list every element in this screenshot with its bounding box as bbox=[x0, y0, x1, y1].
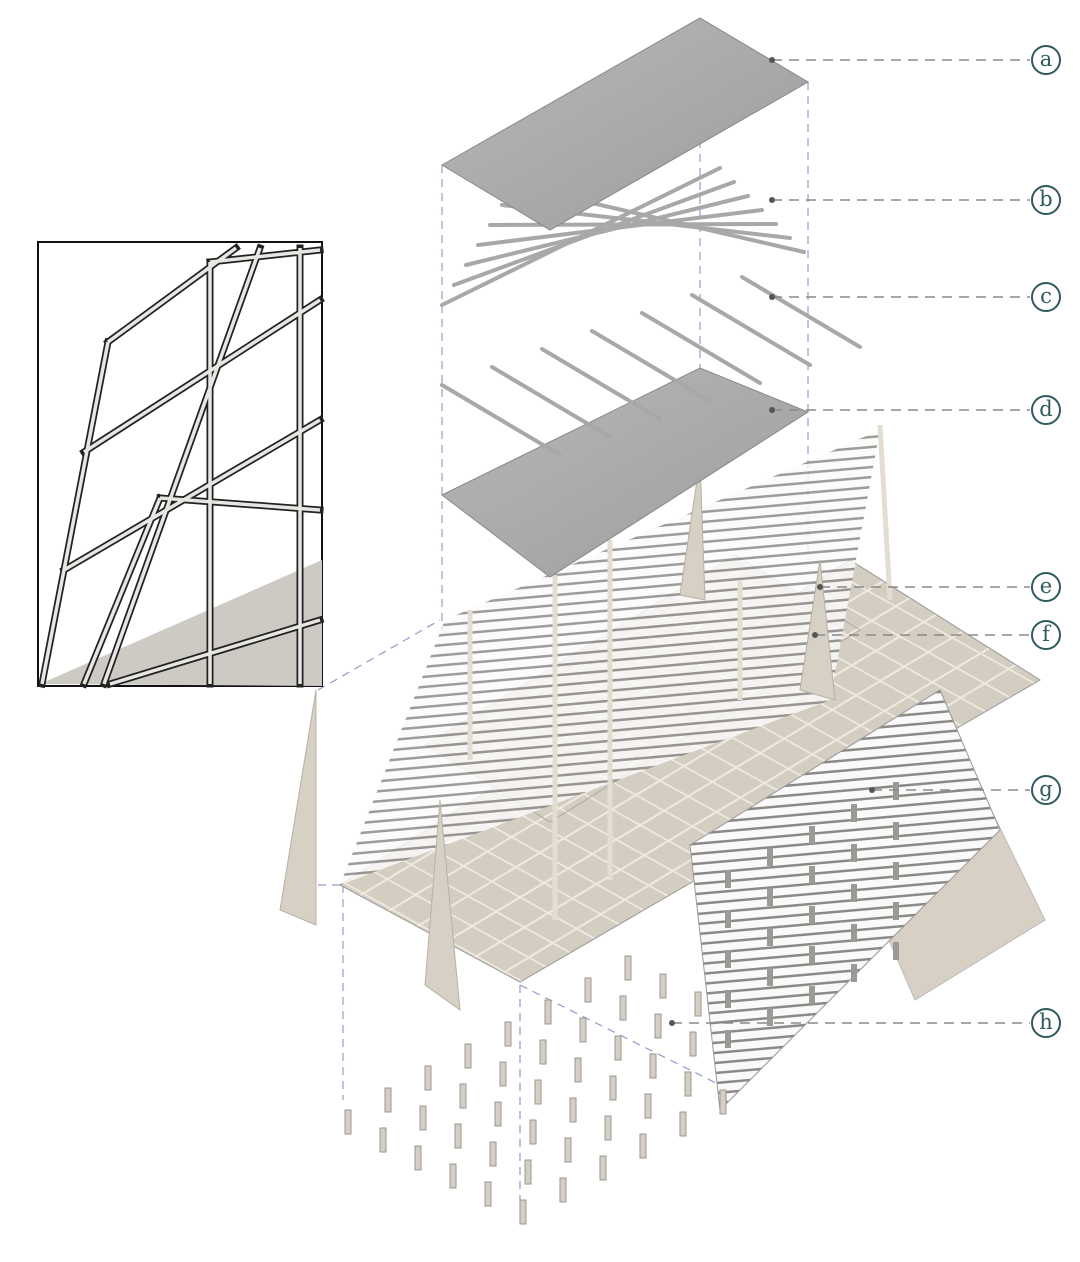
pile bbox=[524, 1159, 532, 1185]
wall-opening bbox=[767, 1008, 773, 1026]
pile bbox=[609, 1075, 617, 1101]
wall-opening bbox=[893, 782, 899, 800]
pile bbox=[679, 1111, 687, 1137]
pile bbox=[544, 999, 552, 1025]
wall-opening bbox=[809, 826, 815, 844]
pile bbox=[489, 1141, 497, 1167]
pile bbox=[569, 1097, 577, 1123]
pile bbox=[719, 1089, 727, 1115]
label-a: a bbox=[1031, 45, 1061, 75]
pile bbox=[564, 1137, 572, 1163]
pile bbox=[494, 1101, 502, 1127]
pile bbox=[684, 1071, 692, 1097]
inset-detail-frame bbox=[37, 241, 325, 689]
pile bbox=[694, 991, 702, 1017]
beam-b bbox=[476, 208, 764, 247]
pile bbox=[504, 1021, 512, 1047]
label-d: d bbox=[1031, 395, 1061, 425]
beam-c bbox=[740, 275, 862, 349]
pile bbox=[464, 1043, 472, 1069]
foundation-piles bbox=[344, 955, 727, 1225]
label-c: c bbox=[1031, 282, 1061, 312]
wall-opening bbox=[809, 866, 815, 884]
roof-slab-a bbox=[441, 17, 809, 231]
pile bbox=[624, 955, 632, 981]
wall-opening bbox=[767, 888, 773, 906]
pile bbox=[644, 1093, 652, 1119]
wall-opening bbox=[851, 884, 857, 902]
pile bbox=[574, 1057, 582, 1083]
wall-opening bbox=[725, 950, 731, 968]
pile bbox=[584, 977, 592, 1003]
beam-c bbox=[640, 311, 762, 385]
beams bbox=[440, 166, 862, 457]
floor-slab-d bbox=[441, 367, 810, 578]
pile bbox=[619, 995, 627, 1021]
pile bbox=[654, 1013, 662, 1039]
pile bbox=[689, 1031, 697, 1057]
pile bbox=[384, 1087, 392, 1113]
beam-c bbox=[690, 293, 812, 367]
label-b: b bbox=[1031, 185, 1061, 215]
pile bbox=[344, 1109, 352, 1135]
wall-opening bbox=[725, 870, 731, 888]
wall-opening bbox=[725, 910, 731, 928]
wall-opening bbox=[809, 986, 815, 1004]
pile bbox=[539, 1039, 547, 1065]
wall-opening bbox=[725, 1030, 731, 1048]
pile bbox=[519, 1199, 527, 1225]
pile bbox=[499, 1061, 507, 1087]
pile bbox=[379, 1127, 387, 1153]
leader-lines bbox=[672, 59, 1030, 1024]
pile bbox=[459, 1083, 467, 1109]
wall-opening bbox=[725, 990, 731, 1008]
wall-opening bbox=[851, 924, 857, 942]
label-e: e bbox=[1031, 572, 1061, 602]
label-g: g bbox=[1031, 775, 1061, 805]
pile bbox=[559, 1177, 567, 1203]
beam-b bbox=[488, 222, 778, 227]
pile bbox=[659, 973, 667, 999]
pile bbox=[449, 1163, 457, 1189]
wall-opening bbox=[809, 946, 815, 964]
pile bbox=[424, 1065, 432, 1091]
triangular-fins bbox=[279, 459, 836, 1012]
leader-dots bbox=[669, 57, 875, 1026]
wall-opening bbox=[851, 844, 857, 862]
pile bbox=[614, 1035, 622, 1061]
pile bbox=[599, 1155, 607, 1181]
pile bbox=[484, 1181, 492, 1207]
wall-opening bbox=[767, 928, 773, 946]
slatted-wall-front bbox=[689, 689, 1001, 1112]
pile bbox=[639, 1133, 647, 1159]
wall-opening bbox=[893, 902, 899, 920]
wall-opening bbox=[809, 906, 815, 924]
pile bbox=[454, 1123, 462, 1149]
wall-openings bbox=[725, 782, 899, 1048]
beam-c bbox=[540, 347, 662, 421]
label-f: f bbox=[1031, 620, 1061, 650]
beam-c bbox=[590, 329, 712, 403]
columns bbox=[467, 424, 893, 920]
pile bbox=[414, 1145, 422, 1171]
wall-opening bbox=[767, 968, 773, 986]
pile bbox=[419, 1105, 427, 1131]
wall-opening bbox=[893, 862, 899, 880]
beam-c bbox=[490, 365, 612, 439]
wall-opening bbox=[767, 848, 773, 866]
pile bbox=[649, 1053, 657, 1079]
wall-opening bbox=[851, 964, 857, 982]
beam-c bbox=[440, 383, 562, 457]
wall-opening bbox=[893, 822, 899, 840]
label-h: h bbox=[1031, 1008, 1061, 1038]
wall-opening bbox=[893, 942, 899, 960]
pile bbox=[604, 1115, 612, 1141]
wall-opening bbox=[851, 804, 857, 822]
pile bbox=[529, 1119, 537, 1145]
pile bbox=[534, 1079, 542, 1105]
pile bbox=[579, 1017, 587, 1043]
